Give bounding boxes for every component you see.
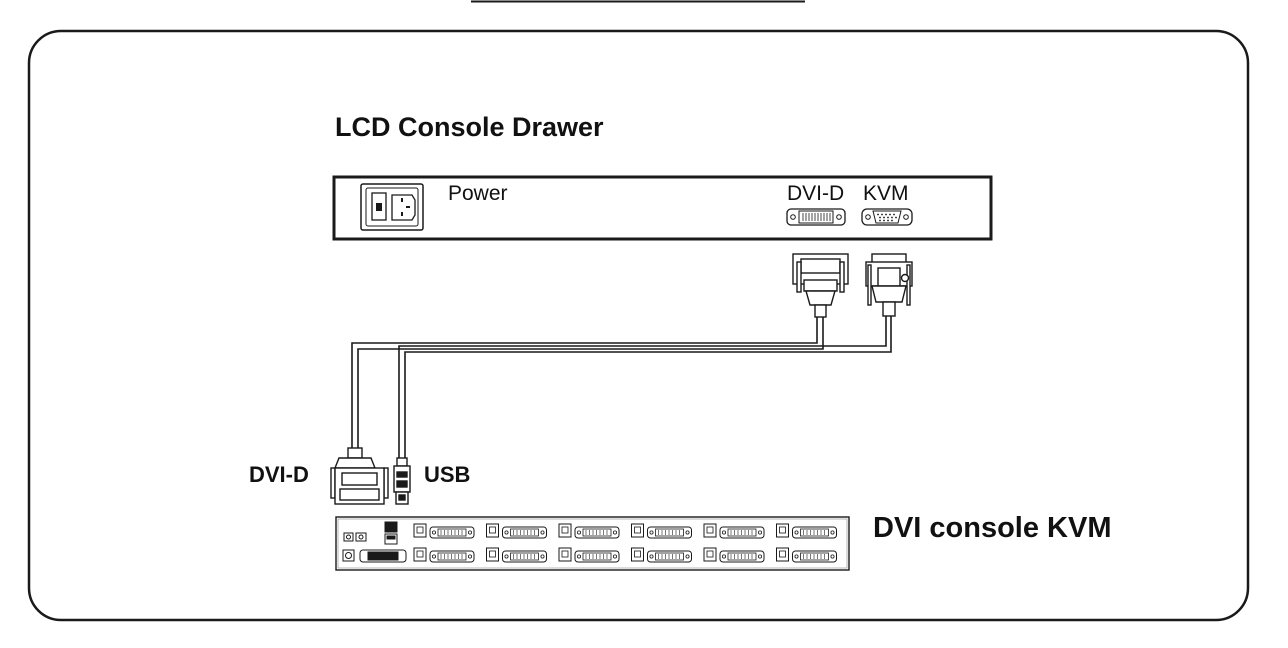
kvm-cpu-port-group [413,523,475,539]
kvm-cpu-port-group [631,547,692,563]
lcd-drawer-back-panel [332,175,993,241]
cable-bundle [351,316,892,458]
drawer-kvm-port-label: KVM [863,182,909,205]
kvm-cpu-port-group [631,523,692,539]
drawer-dvid-port-label: DVI-D [787,182,845,205]
dvid-plug-upper-icon [792,253,849,318]
kvm-cpu-port-group [413,547,475,563]
dvid-plug-lower-icon [330,447,389,505]
kvm-cpu-port-group [776,547,837,563]
kvm-plug-upper-icon [865,253,913,317]
usb-cable-label: USB [424,462,471,487]
drawer-kvm-port-icon [861,208,913,226]
kvm-usb-port-icon [631,523,644,538]
kvm-usb-port-icon [776,523,789,538]
power-label: Power [448,182,508,205]
lcd-drawer-title: LCD Console Drawer [335,112,604,142]
kvm-cpu-port-group [486,523,547,539]
kvm-switch-title: DVI console KVM [873,512,1112,544]
kvm-cpu-port-group [703,523,765,539]
kvm-usb-port-icon [486,523,499,538]
kvm-cpu-port-groups [413,523,837,563]
kvm-console-ports [342,521,407,563]
kvm-usb-port-icon [703,547,717,562]
kvm-usb-port-icon [486,547,499,562]
kvm-usb-port-icon [558,523,572,538]
dvid-cable-label: DVI-D [249,462,309,487]
drawer-dvid-port-icon [786,208,846,226]
kvm-usb-port-icon [631,547,644,562]
kvm-usb-port-icon [413,523,427,538]
diagram-frame [27,29,1250,622]
kvm-cpu-port-group [776,523,837,539]
kvm-usb-port-icon [413,547,427,562]
kvm-usb-port-icon [703,523,717,538]
usb-plug-icon [393,457,411,505]
kvm-cpu-port-group [486,547,547,563]
power-inlet-icon [360,183,424,231]
kvm-cpu-port-group [703,547,765,563]
kvm-cpu-port-group [558,523,620,539]
kvm-usb-port-icon [776,547,789,562]
kvm-usb-port-icon [558,547,572,562]
kvm-cpu-port-group [558,547,620,563]
